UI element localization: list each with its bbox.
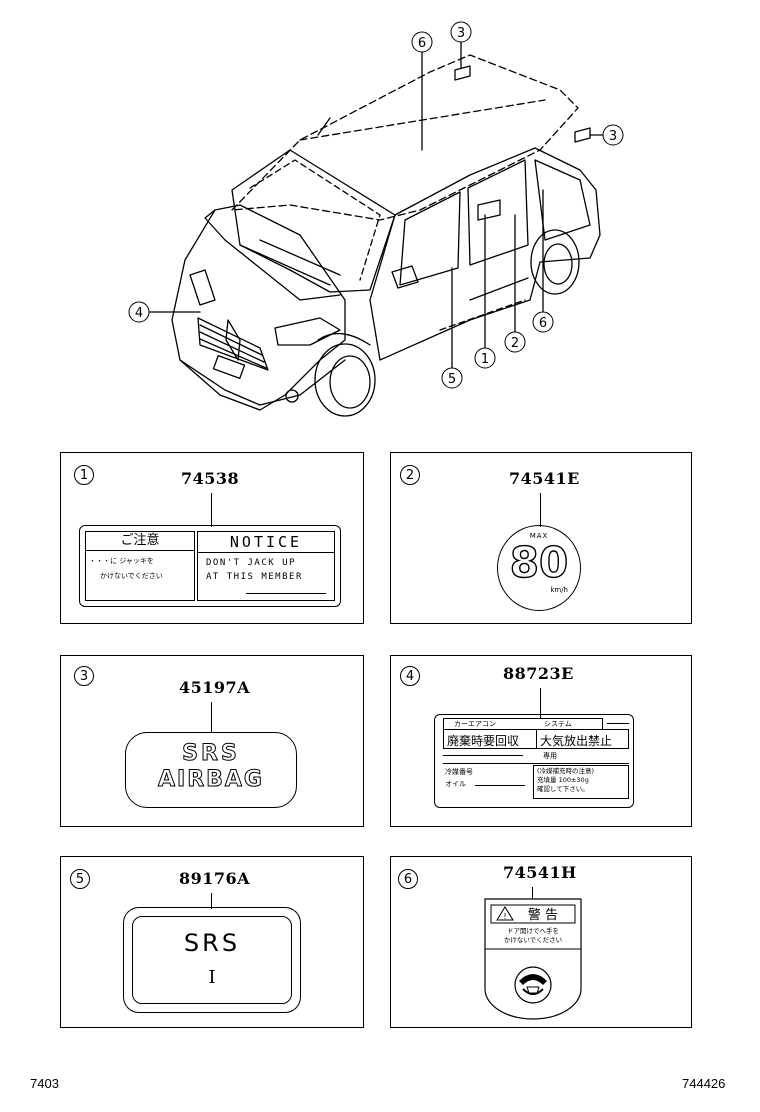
warning-triangle-icon — [496, 906, 514, 921]
leader-line — [211, 493, 212, 527]
panel-4: 4 88723E カーエアコン システム 廃棄時要回収 大気放出禁止 専用 冷媒… — [390, 655, 692, 827]
panel-index: 2 — [400, 465, 420, 485]
panel-index: 5 — [70, 869, 90, 889]
panel-3: 3 45197A SRS AIRBAG — [60, 655, 364, 827]
svg-text:6: 6 — [418, 36, 426, 51]
part-number: 74541E — [509, 469, 580, 488]
speed-max: MAX — [529, 532, 549, 540]
car-illustration: 6 3 3 4 5 1 2 6 — [128, 21, 624, 417]
callout-5: 5 — [441, 367, 463, 389]
box-left: 廃棄時要回収 — [447, 734, 520, 748]
callout-2: 2 — [504, 331, 526, 353]
warning-line1: ドア開けでへ手を — [507, 926, 559, 935]
svg-text:3: 3 — [457, 26, 465, 41]
srs-i-mark: I — [208, 967, 216, 988]
svg-text:1: 1 — [481, 352, 489, 367]
callout-4: 4 — [128, 301, 150, 323]
panel-6: 6 74541H ! 警 告 ドア開けでへ手を かけないでください — [390, 856, 692, 1028]
leader-line — [532, 887, 533, 899]
part-number: 45197A — [179, 678, 251, 697]
callout-3-top: 3 — [450, 21, 472, 43]
panel-index: 6 — [398, 869, 418, 889]
bottom-right-1: (冷媒補充時の注意) — [537, 767, 595, 775]
tab-right: システム — [544, 720, 572, 728]
speed-value: 80 — [509, 538, 569, 587]
svg-text:!: ! — [503, 912, 506, 921]
bottom-left-1: 冷媒番号 — [445, 768, 473, 776]
callout-1: 1 — [474, 347, 496, 369]
notice-en-line1: DON'T JACK UP — [206, 558, 296, 568]
notice-jp-title: ご注意 — [86, 532, 194, 551]
notice-jp-line2: かけないでください — [100, 572, 163, 580]
svg-text:2: 2 — [511, 336, 519, 351]
warning-line2: かけないでください — [504, 936, 562, 944]
callouts: 6 3 3 4 5 1 2 6 — [128, 21, 624, 389]
part-number: 88723E — [503, 664, 574, 683]
tab-left: カーエアコン — [454, 720, 496, 728]
notice-en-line2: AT THIS MEMBER — [206, 572, 303, 582]
part-number: 89176A — [179, 869, 251, 888]
airbag-text: AIRBAG — [157, 767, 264, 793]
aircon-label: カーエアコン システム 廃棄時要回収 大気放出禁止 専用 冷媒番号 オイル (冷… — [434, 714, 634, 808]
speed-unit: km/h — [550, 586, 568, 594]
footer-left-code: 7403 — [30, 1076, 59, 1091]
svg-text:3: 3 — [609, 129, 617, 144]
warning-label: ! 警 告 ドア開けでへ手を かけないでください — [484, 898, 582, 1020]
mid-right: 専用 — [543, 752, 557, 760]
bottom-right-3: 確認して下さい。 — [537, 785, 589, 793]
callout-6-side: 6 — [532, 311, 554, 333]
notice-jp-line1: ・・・に ジャッキを — [89, 557, 154, 565]
panel-index: 3 — [74, 666, 94, 686]
leader-line — [540, 493, 541, 527]
callout-3-rear: 3 — [602, 124, 624, 146]
leader-line — [540, 688, 541, 718]
srs-airbag-label: SRS AIRBAG — [125, 732, 297, 808]
panel-1: 1 74538 ご注意 ・・・に ジャッキを かけないでください NOTICE … — [60, 452, 364, 624]
leader-line — [211, 702, 212, 732]
part-number: 74541H — [503, 863, 577, 882]
notice-en-title: NOTICE — [198, 532, 334, 553]
panel-index: 1 — [74, 465, 94, 485]
panel-index: 4 — [400, 666, 420, 686]
svg-text:6: 6 — [539, 316, 547, 331]
callout-6-top: 6 — [411, 31, 433, 53]
panel-2: 2 74541E MAX 80 km/h — [390, 452, 692, 624]
srs-text: SRS — [182, 741, 240, 767]
warning-text: 警 告 — [528, 907, 558, 923]
svg-text:4: 4 — [135, 306, 143, 321]
footer-right-code: 744426 — [682, 1076, 726, 1091]
svg-text:5: 5 — [448, 372, 456, 387]
part-number: 74538 — [181, 469, 240, 488]
srs-text: SRS — [183, 929, 241, 957]
hand-in-door-icon — [514, 966, 552, 1004]
bottom-left-2: オイル — [445, 780, 466, 788]
speed-label: MAX 80 km/h — [497, 525, 581, 611]
panel-5: 5 89176A SRS I — [60, 856, 364, 1028]
notice-label: ご注意 ・・・に ジャッキを かけないでください NOTICE DON'T JA… — [79, 525, 341, 607]
bottom-right-2: 充填量 100±30g — [537, 776, 589, 784]
srs-label: SRS I — [123, 907, 301, 1013]
leader-line — [211, 893, 212, 909]
box-right: 大気放出禁止 — [540, 734, 613, 748]
